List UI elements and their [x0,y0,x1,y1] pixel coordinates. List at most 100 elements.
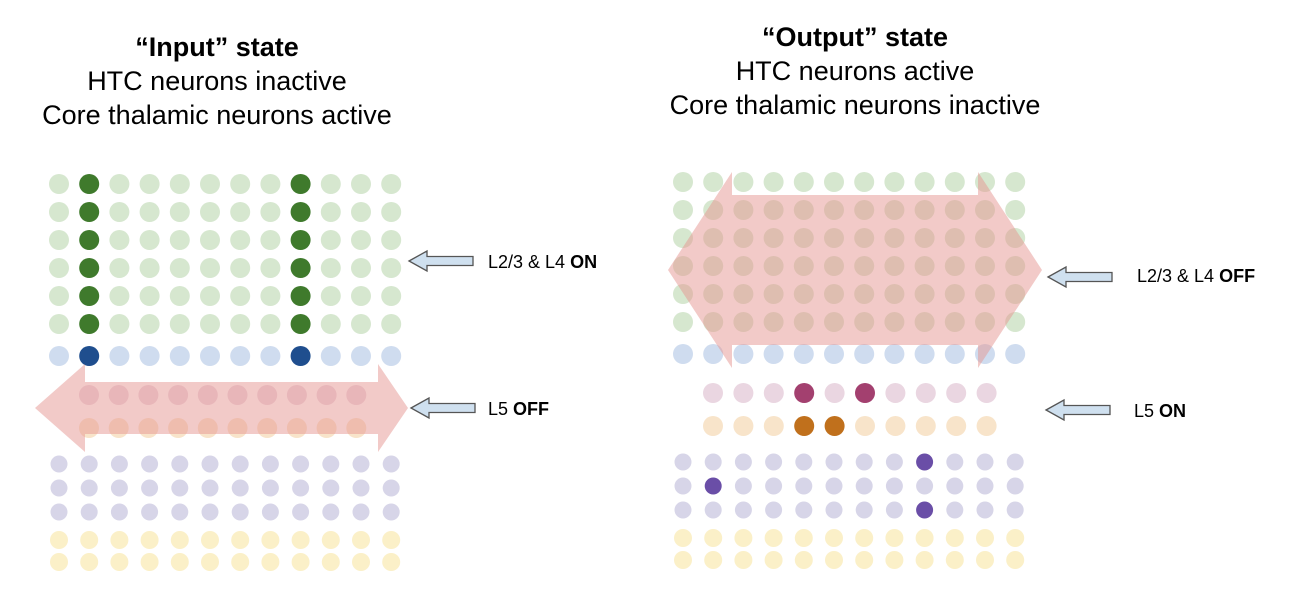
l23-neuron [200,258,220,278]
active-l23-neuron [290,314,311,334]
l23-neuron [1005,172,1026,192]
deep-layer-neuron [734,551,753,569]
l6-neuron [765,453,783,471]
right-l23-label-state: OFF [1219,266,1256,286]
active-l23-neuron [79,286,100,306]
l23-neuron [351,230,371,250]
active-l5-neuron [855,383,875,403]
l23-neuron [169,230,190,250]
l6-neuron [261,503,279,521]
l4-neuron [1005,344,1026,364]
l6-neuron [201,479,219,497]
deep-layer-neuron [291,553,310,571]
deep-layer-neuron [201,553,219,571]
deep-layer-neuron [885,551,904,569]
deep-layer-neuron [825,529,843,547]
l23-neuron [169,314,190,334]
l5-neuron [855,416,875,436]
left-l5-pointer-arrow [409,396,476,420]
deep-layer-neuron [794,529,813,547]
deep-layer-neuron [231,553,250,571]
deep-layer-neuron [382,553,401,571]
l4-neuron [230,346,251,366]
deep-layer-neuron [110,553,129,571]
l6-neuron [734,477,752,495]
deep-layer-neuron [321,553,340,571]
active-l4-neuron [79,346,100,366]
l5-neuron [733,383,754,403]
deep-layer-neuron [231,531,250,549]
deep-layer-neuron [825,551,843,569]
l6-neuron [795,501,813,519]
l6-neuron [765,501,783,519]
l5-inactivation-arrow [35,364,408,452]
l6-neuron [734,501,752,519]
l6-neuron [946,501,964,519]
l4-neuron [763,344,784,364]
deep-layer-neuron [321,531,340,549]
l6-neuron [261,479,279,497]
left-htc-status: HTC neurons inactive [87,66,347,96]
l23-neuron [944,172,965,192]
l23-neuron [200,202,220,222]
l6-neuron [382,479,400,497]
l23-neuron [260,174,281,194]
l6-neuron [110,503,128,521]
deep-layer-neuron [885,529,904,547]
l23-neuron [320,202,341,222]
l5-neuron [824,383,845,403]
l23-neuron [139,230,160,250]
l23-neuron [169,202,190,222]
l6-neuron [976,477,994,495]
l4-neuron [733,344,754,364]
l23-neuron [381,174,402,194]
deep-layer-neuron [945,551,964,569]
l4-neuron [914,344,935,364]
left-l23-label-text: L2/3 & L4 [488,252,571,272]
l4-neuron [884,344,905,364]
l23-neuron [139,286,160,306]
l6-neuron [50,503,68,521]
l23-neuron [703,172,724,192]
active-l23-neuron [290,230,311,250]
l5-neuron [915,416,936,436]
l6-neuron [352,455,370,473]
l6-neuron [1006,477,1024,495]
l23-neuron [351,286,371,306]
l23-neuron [49,258,69,278]
l6-neuron [795,477,813,495]
l6-neuron [382,503,400,521]
deep-layer-neuron [291,531,310,549]
l6-neuron [976,501,994,519]
l23-inactivation-arrow [668,172,1042,368]
l23-neuron [854,172,875,192]
right-l5-label-text: L5 [1134,401,1160,421]
deep-layer-neuron [674,529,692,547]
l6-neuron [292,479,310,497]
l23-neuron [49,202,69,222]
l6-neuron [946,477,964,495]
l6-neuron [322,455,340,473]
l23-neuron [381,230,402,250]
l23-neuron [673,172,693,192]
left-l23-pointer-arrow [407,249,474,273]
l6-neuron [704,501,722,519]
l23-neuron [230,314,251,334]
active-l23-neuron [290,174,311,194]
right-htc-status: HTC neurons active [735,56,975,86]
l23-neuron [109,286,130,306]
l6-neuron [916,477,934,495]
l23-neuron [673,312,693,332]
deep-layer-neuron [50,531,68,549]
l6-neuron [322,479,340,497]
l23-neuron [351,174,371,194]
deep-layer-neuron [915,551,934,569]
deep-layer-neuron [976,529,994,547]
l5-neuron [763,383,784,403]
l23-neuron [381,286,402,306]
active-l23-neuron [290,258,311,278]
active-l6-neuron [916,501,934,519]
l5-neuron [976,383,997,403]
right-l23-pointer-arrow [1046,265,1113,289]
